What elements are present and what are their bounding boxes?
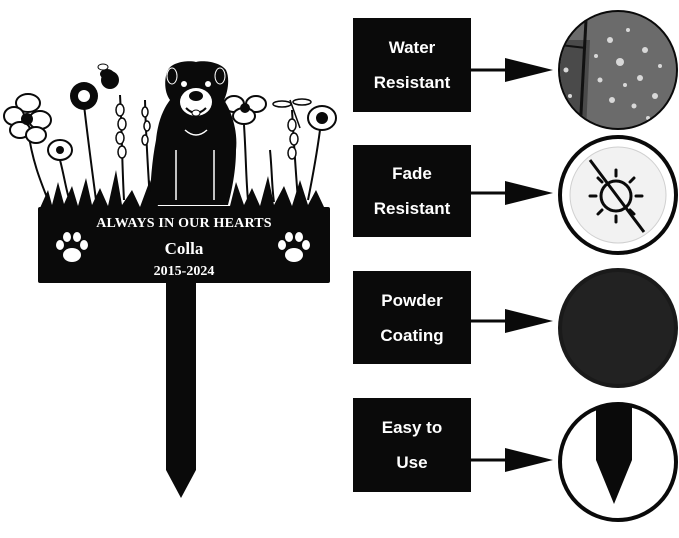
plaque-pet-name: Colla xyxy=(164,239,204,258)
feature-label-line: Use xyxy=(396,453,428,472)
paw-print-icon xyxy=(56,232,88,262)
bee xyxy=(97,63,114,79)
feature-label-powder-coating: Powder Coating xyxy=(353,271,471,364)
powder-texture-icon xyxy=(558,268,678,388)
no-sun-icon xyxy=(558,135,678,255)
water-droplets-icon xyxy=(558,10,678,130)
arrow-right-icon xyxy=(471,448,553,472)
feature-label-line: Easy to xyxy=(381,418,443,437)
arrow-right-icon xyxy=(471,309,553,333)
flower-top xyxy=(47,71,119,161)
arrow-right-icon xyxy=(471,58,553,82)
flower-left xyxy=(3,93,52,144)
dog-silhouette xyxy=(150,61,237,205)
flower-right xyxy=(223,95,337,131)
paw-print-icon xyxy=(278,232,310,262)
feature-label-line: Resistant xyxy=(373,199,451,218)
dragonfly xyxy=(272,98,312,129)
feature-label-easy-to-use: Easy to Use xyxy=(353,398,471,492)
plaque-years: 2015-2024 xyxy=(153,264,215,279)
feature-label-line: Powder xyxy=(381,290,443,310)
arrow-right-icon xyxy=(471,181,553,205)
feature-label-line: Resistant xyxy=(373,73,451,92)
feature-label-line: Fade xyxy=(392,164,432,183)
lavender-sprigs xyxy=(115,103,299,160)
plaque-inscription: ALWAYS IN OUR HEARTS xyxy=(96,216,272,231)
feature-label-line: Water xyxy=(388,38,436,57)
stake-point-icon xyxy=(558,402,678,522)
feature-label-water-resistant: Water Resistant xyxy=(353,18,471,112)
feature-label-fade-resistant: Fade Resistant xyxy=(353,145,471,237)
stake-shaft xyxy=(166,283,196,498)
feature-label-line: Coating xyxy=(380,325,444,345)
grass-silhouette xyxy=(40,170,330,208)
